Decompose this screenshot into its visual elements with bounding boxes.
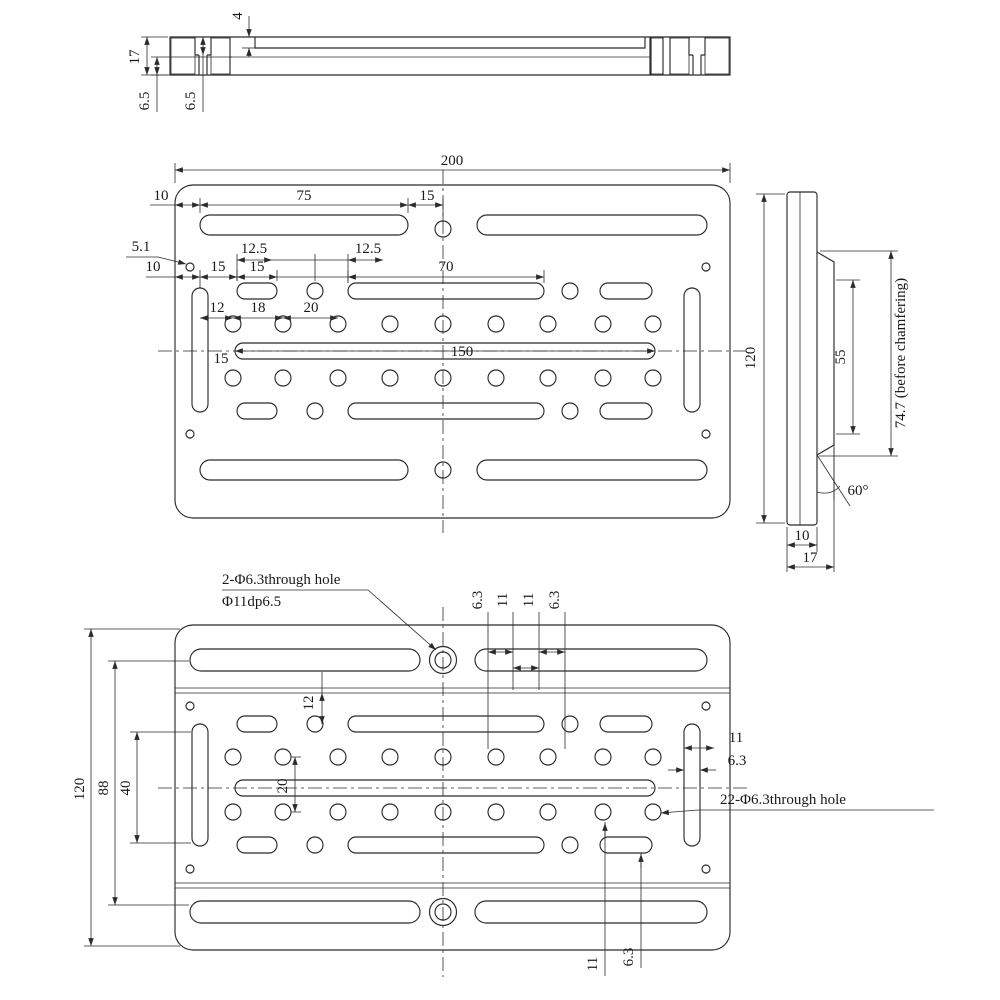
dim-thickness: 17	[127, 49, 143, 65]
section-view: 17 6.5 6.5 4	[127, 12, 731, 112]
note-counterbore-line2: Φ11dp6.5	[222, 594, 281, 610]
bottom-slots	[189, 648, 708, 924]
dim-edge-offset2: 10	[146, 259, 161, 275]
dim-side-body-width: 10	[795, 528, 810, 544]
dim-band-offset: 12	[301, 696, 317, 711]
plan-holes	[185, 220, 711, 479]
dim-boss: 55	[833, 350, 849, 365]
dim-pitch4: 20	[304, 300, 319, 316]
plate-outline	[174, 184, 731, 519]
hatch-left-b	[210, 37, 231, 75]
note-counterbore-line1: 2-Φ6.3through hole	[222, 572, 341, 588]
dim-span: 88	[96, 781, 112, 796]
hatch-right-c	[704, 37, 730, 75]
side-view: 60° 120 55 74.7 (before chamfering) 10 1…	[743, 191, 909, 572]
dim-top3: 11	[521, 593, 537, 607]
dim-right1: 11	[729, 730, 743, 746]
dim-side-total-width: 17	[803, 550, 819, 566]
dim-slot-to-center: 15	[420, 188, 435, 204]
bottom-holes	[185, 645, 711, 927]
dim-bot1: 11	[585, 957, 601, 971]
dim-top1: 6.3	[470, 591, 486, 610]
hatch-right-a	[650, 37, 664, 75]
side-body	[786, 191, 818, 526]
note-through-holes: 22-Φ6.3through hole	[720, 792, 846, 808]
plan-slots	[191, 214, 708, 481]
dim-top4: 6.3	[547, 591, 563, 610]
dim-long-slot: 150	[451, 344, 474, 360]
dim-width: 200	[441, 153, 464, 169]
dim-pitch2: 15	[250, 259, 265, 275]
dim-depth-right: 6.5	[183, 92, 199, 111]
hatch-left-a	[170, 37, 196, 75]
dim-mid-slot: 70	[439, 259, 454, 275]
plate-outline-bottom	[174, 624, 731, 951]
dim-edge-offset: 10	[154, 188, 169, 204]
dim-row-offset: 15	[214, 351, 229, 367]
dim-top2: 11	[495, 593, 511, 607]
dim-slot-length: 75	[297, 188, 312, 204]
counterbore-bottom	[428, 897, 458, 927]
dim-bottom-height: 120	[72, 778, 88, 801]
dim-pitch3: 18	[251, 300, 266, 316]
dim-offset-right: 12.5	[355, 241, 381, 257]
dim-step: 4	[230, 12, 246, 20]
bottom-view: 2-Φ6.3through hole Φ11dp6.5 6.3 11 11 6.…	[72, 572, 934, 977]
dim-slot-span: 40	[118, 781, 134, 796]
centerlines-bottom	[158, 607, 748, 977]
dim-bot2: 6.3	[621, 948, 637, 967]
dim-depth-left: 6.5	[137, 92, 153, 111]
dim-corner-hole: 5.1	[132, 239, 151, 255]
dim-angle: 60°	[848, 483, 869, 499]
dim-offset-left: 12.5	[241, 241, 267, 257]
counterbore-top	[428, 645, 458, 675]
hatch-right-b	[669, 37, 690, 75]
dim-side-height: 120	[743, 347, 759, 370]
dim-chamfer-ref: 74.7 (before chamfering)	[893, 278, 909, 428]
plan-view: 200 10 75 15 5.1 12.5 12.5 10 15 15 70 1…	[126, 153, 747, 533]
dim-pitch1: 15	[211, 259, 226, 275]
dim-right2: 6.3	[728, 753, 747, 769]
dim-hole-offset: 12	[210, 300, 225, 316]
dim-row-pitch: 20	[275, 779, 291, 794]
